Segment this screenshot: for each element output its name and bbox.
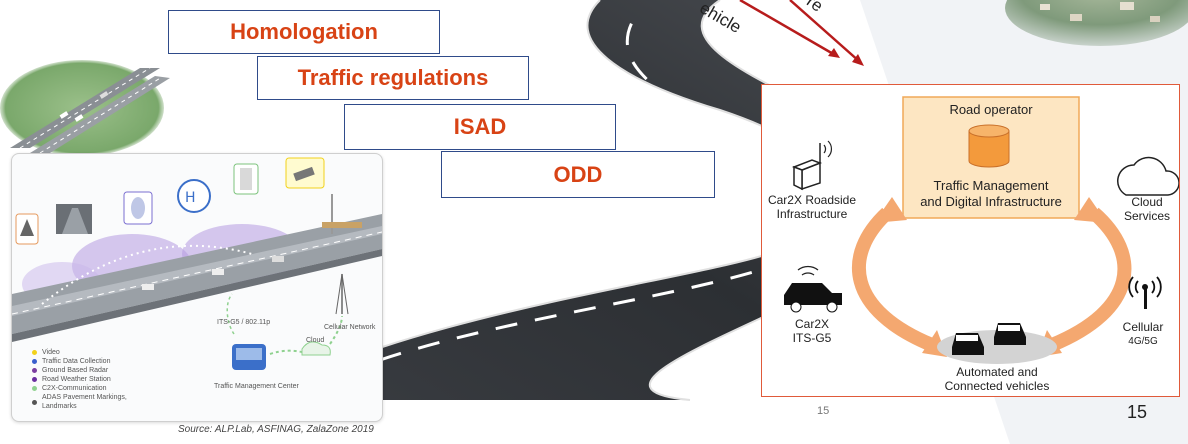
legend-dot [32,386,37,391]
cloud-services-line2: Services [1123,209,1170,223]
page-number: 15 [1127,402,1148,422]
legend-dot [32,399,37,405]
vehicles-label-line2: Connected vehicles [944,379,1050,393]
legend-item: Ground Based Radar [32,366,202,375]
isad-label: ISAD [344,104,616,150]
road-operator-graphics [784,96,1179,364]
legend-item: ADAS Pavement Markings, Landmarks [32,393,202,411]
car2x-label-line2: ITS-G5 [792,331,832,345]
road-operator-title: Road operator [949,102,1033,117]
roadside-label-line1: Car2X Roadside [767,193,857,207]
legend-dot [32,368,37,373]
legend-item: Road Weather Station [32,375,202,384]
cloud-label: Cloud [306,337,325,344]
source-caption: Source: ALP.Lab, ASFINAG, ZalaZone 2019 [178,424,374,435]
legend-item: Traffic Data Collection [32,357,202,366]
cloud-services-line1: Cloud [1131,195,1163,209]
legend-label: Ground Based Radar [42,367,109,374]
cellular-network-label: Cellular Network [324,324,376,331]
its-label: ITS-G5 / 802.11p [217,319,271,326]
vehicles-label-line1: Automated and [956,365,1038,379]
infrastructure-illustration: H ITS-G5 / 802.11p Cloud Cellular Networ… [11,153,383,422]
cellular-label-line1: Cellular [1122,320,1164,334]
tmc-label: Traffic Management Center [214,383,299,390]
road-operator-diagram: Road operator Traffic Management and Dig… [761,84,1180,397]
odd-label: ODD [441,151,715,198]
legend-label: Road Weather Station [42,376,111,383]
dark-red-arrows [739,0,864,66]
legend: Video Traffic Data Collection Ground Bas… [32,348,202,411]
roadside-label-line2: Infrastructure [776,207,848,221]
infrastructure-scene: H [12,157,382,370]
legend-dot [32,350,37,355]
legend-item: Video [32,348,202,357]
legend-label: C2X-Communication [42,385,107,392]
cellular-label-line2: 4G/5G [1128,336,1158,347]
legend-item: C2X-Communication [32,384,202,393]
tm-label-line2: and Digital Infrastructure [920,194,1062,209]
homologation-label: Homologation [168,10,440,54]
legend-dot [32,359,37,364]
legend-label: Video [42,349,60,356]
page-number-small: 15 [817,405,830,417]
tm-label-line1: Traffic Management [933,178,1049,193]
car2x-label-line1: Car2X [794,317,829,331]
highway-aerial-photo [0,60,170,156]
legend-dot [32,377,37,382]
traffic-regulations-label: Traffic regulations [257,56,529,100]
svg-text:H: H [185,190,196,206]
aerial-city-photo [1005,0,1188,46]
legend-label: ADAS Pavement Markings, Landmarks [42,394,127,410]
legend-label: Traffic Data Collection [42,358,111,365]
